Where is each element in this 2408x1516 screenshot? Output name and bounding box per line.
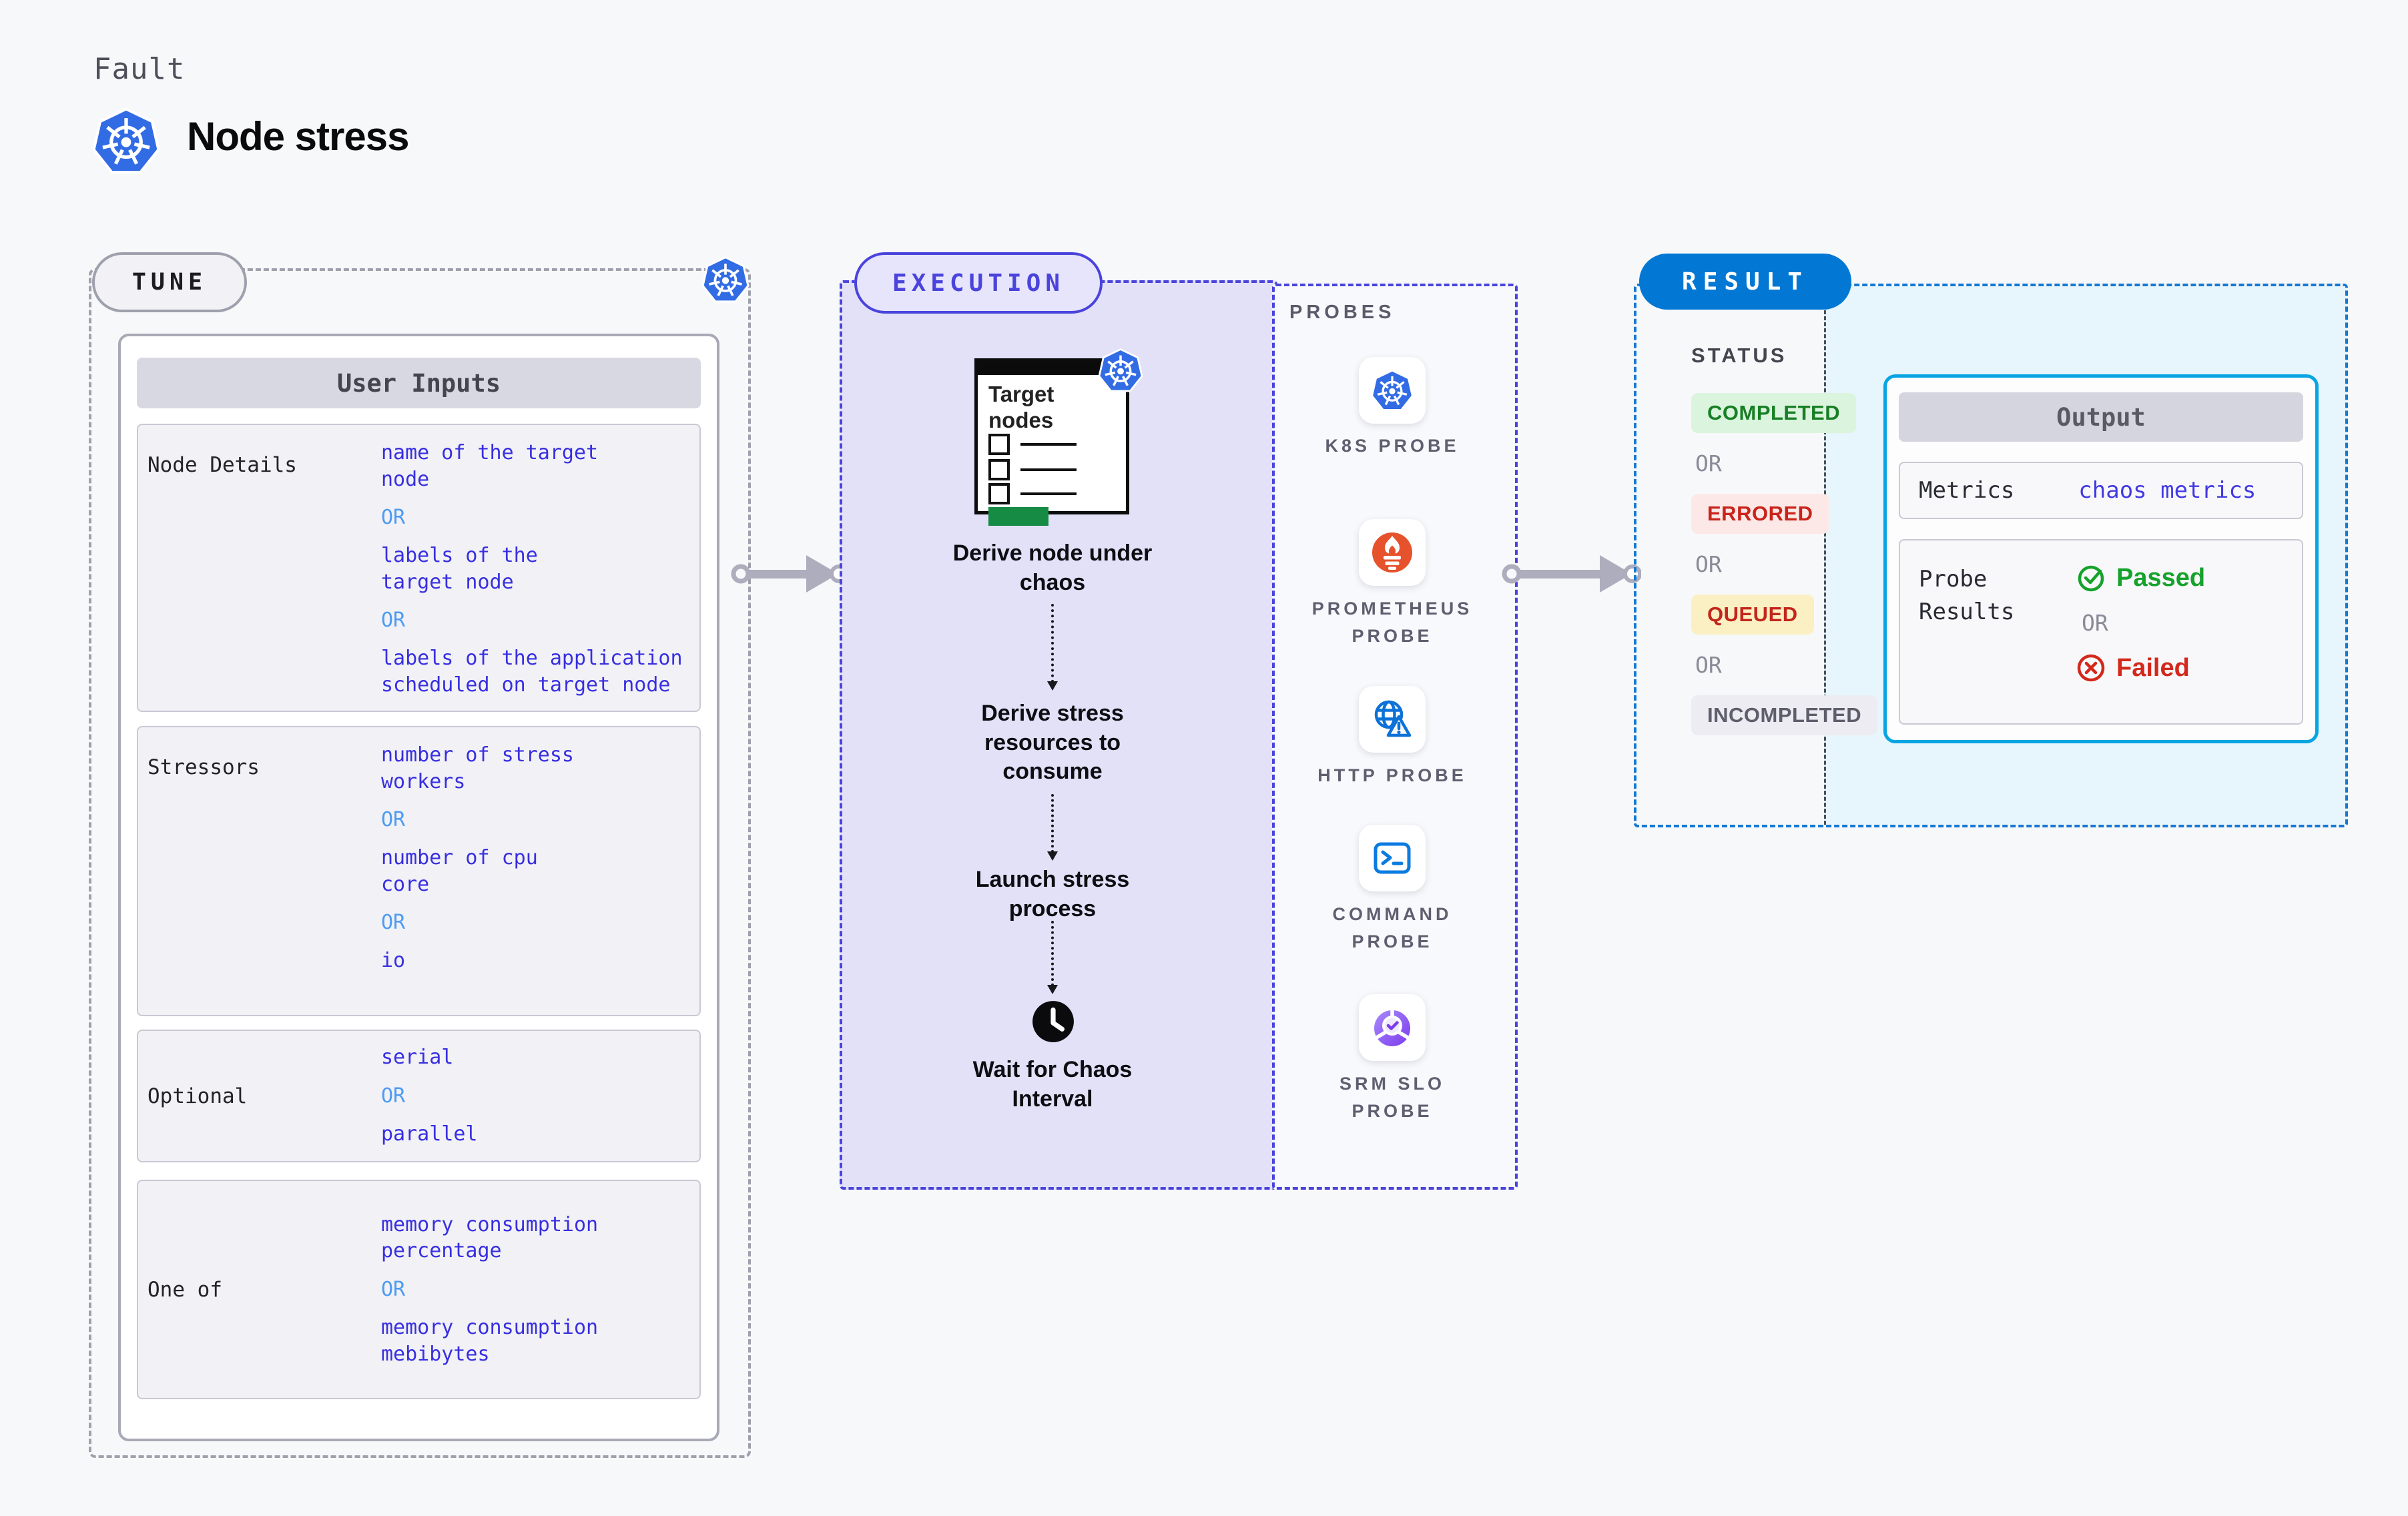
or-separator: OR	[381, 609, 406, 633]
step-wait-interval: Wait for Chaos Interval	[972, 1057, 1133, 1112]
fault-kicker: Fault	[93, 52, 186, 86]
status-column: STATUS COMPLETED OR ERRORED OR QUEUED OR…	[1691, 344, 1878, 735]
text-line	[1020, 492, 1077, 495]
slo-donut-check-icon	[1374, 1008, 1410, 1046]
text-line	[1020, 468, 1077, 471]
or-separator: OR	[1695, 652, 1722, 678]
text-line	[1020, 443, 1077, 446]
dotted-arrow-down	[1047, 604, 1058, 691]
execution-badge: EXECUTION	[854, 252, 1103, 314]
step-derive-resources: Derive stress resources to consume	[981, 701, 1124, 785]
clock-icon	[1032, 1001, 1074, 1042]
user-inputs-card: User Inputs Node Details name of the tar…	[118, 334, 719, 1441]
kubernetes-icon	[1097, 346, 1144, 395]
row-value: labels of the target node	[381, 544, 538, 594]
row-value: io	[381, 949, 406, 973]
row-value: memory consumption mebibytes	[381, 1316, 599, 1366]
flow-arrow	[1502, 555, 1641, 593]
row-value: serial	[381, 1046, 454, 1070]
status-badge-completed: COMPLETED	[1691, 393, 1857, 433]
probe-label: PROMETHEUS PROBE	[1311, 599, 1473, 646]
dotted-arrow-down	[1047, 794, 1058, 861]
card-titlebar	[978, 362, 1126, 375]
checkbox-icon	[988, 434, 1010, 455]
row-label: Optional	[147, 1084, 248, 1108]
kubernetes-icon	[701, 254, 750, 306]
row-label: Node Details	[147, 453, 297, 477]
probe-results-label: Probe Results	[1919, 566, 2015, 626]
prometheus-icon	[1372, 532, 1412, 573]
row-value: name of the target node	[381, 441, 599, 491]
row-value: number of stress workers	[381, 743, 574, 793]
result-badge: RESULT	[1639, 254, 1851, 310]
select-button	[988, 507, 1048, 526]
check-circle-icon	[2078, 565, 2104, 592]
terminal-icon	[1374, 842, 1411, 874]
target-nodes-card: Target nodes	[974, 358, 1129, 526]
tune-badge: TUNE	[92, 252, 247, 312]
row-value: memory consumption percentage	[381, 1212, 599, 1263]
step-derive-node: Derive node under chaos	[952, 540, 1153, 595]
dotted-arrow-down	[1047, 921, 1058, 994]
probe-card	[1359, 686, 1426, 753]
target-nodes-title: Target nodes	[988, 382, 1055, 432]
kubernetes-icon	[91, 104, 162, 177]
row-node-details: Node Details name of the target node OR …	[137, 424, 701, 712]
probes-label: PROBES	[1289, 302, 1396, 323]
page-title: Node stress	[187, 114, 409, 159]
kubernetes-icon	[1370, 367, 1414, 414]
probe-results-values: Passed OR Failed	[2076, 563, 2205, 701]
x-circle-icon	[2077, 654, 2105, 682]
node-checkbox-row	[988, 483, 1077, 504]
failed-line: Failed	[2076, 653, 2205, 683]
node-checkbox-row	[988, 434, 1077, 455]
metrics-label: Metrics	[1919, 477, 2015, 504]
probe-label: K8S PROBE	[1325, 436, 1460, 456]
failed-text: Failed	[2116, 653, 2190, 682]
or-separator: OR	[381, 911, 406, 935]
probe-card	[1359, 357, 1426, 424]
probe-results-row: Probe Results Passed OR Failed	[1899, 539, 2303, 725]
metrics-value: chaos metrics	[2078, 477, 2256, 504]
node-checkbox-row	[988, 459, 1077, 480]
probe-card	[1359, 994, 1426, 1061]
or-separator: OR	[381, 1084, 406, 1108]
flow-arrow	[731, 555, 848, 593]
checkbox-icon	[988, 483, 1010, 504]
globe-warning-icon	[1374, 700, 1412, 737]
or-separator: OR	[2082, 610, 2108, 636]
or-separator: OR	[381, 1278, 406, 1301]
passed-text: Passed	[2116, 563, 2206, 592]
or-separator: OR	[381, 506, 406, 530]
row-label: One of	[147, 1277, 222, 1302]
row-value: parallel	[381, 1122, 478, 1146]
or-separator: OR	[1695, 551, 1722, 577]
status-badge-queued: QUEUED	[1691, 595, 1814, 635]
probe-label: HTTP PROBE	[1317, 765, 1467, 785]
metrics-row: Metrics chaos metrics	[1899, 462, 2303, 519]
probe-label: COMMAND PROBE	[1332, 904, 1452, 952]
tune-section	[89, 268, 751, 1458]
output-header: Output	[1899, 392, 2303, 442]
status-badge-incompleted: INCOMPLETED	[1691, 695, 1878, 735]
status-label: STATUS	[1691, 344, 1787, 367]
row-optional: Optional serial OR parallel	[137, 1030, 701, 1162]
row-label: Stressors	[147, 755, 260, 779]
row-stressors: Stressors number of stress workers OR nu…	[137, 726, 701, 1016]
or-separator: OR	[381, 808, 406, 832]
user-inputs-header: User Inputs	[137, 358, 701, 408]
probe-card	[1359, 519, 1426, 586]
probe-card	[1359, 825, 1426, 891]
output-card: Output Metrics chaos metrics Probe Resul…	[1883, 374, 2319, 743]
checkbox-icon	[988, 459, 1010, 480]
status-badge-errored: ERRORED	[1691, 494, 1829, 534]
row-value: labels of the application scheduled on t…	[381, 647, 683, 697]
passed-line: Passed	[2076, 563, 2205, 593]
row-one-of: One of memory consumption percentage OR …	[137, 1180, 701, 1399]
probe-label: SRM SLO PROBE	[1339, 1074, 1445, 1121]
or-separator: OR	[1695, 450, 1722, 476]
step-launch-stress: Launch stress process	[975, 867, 1130, 921]
row-value: number of cpu core	[381, 846, 538, 896]
